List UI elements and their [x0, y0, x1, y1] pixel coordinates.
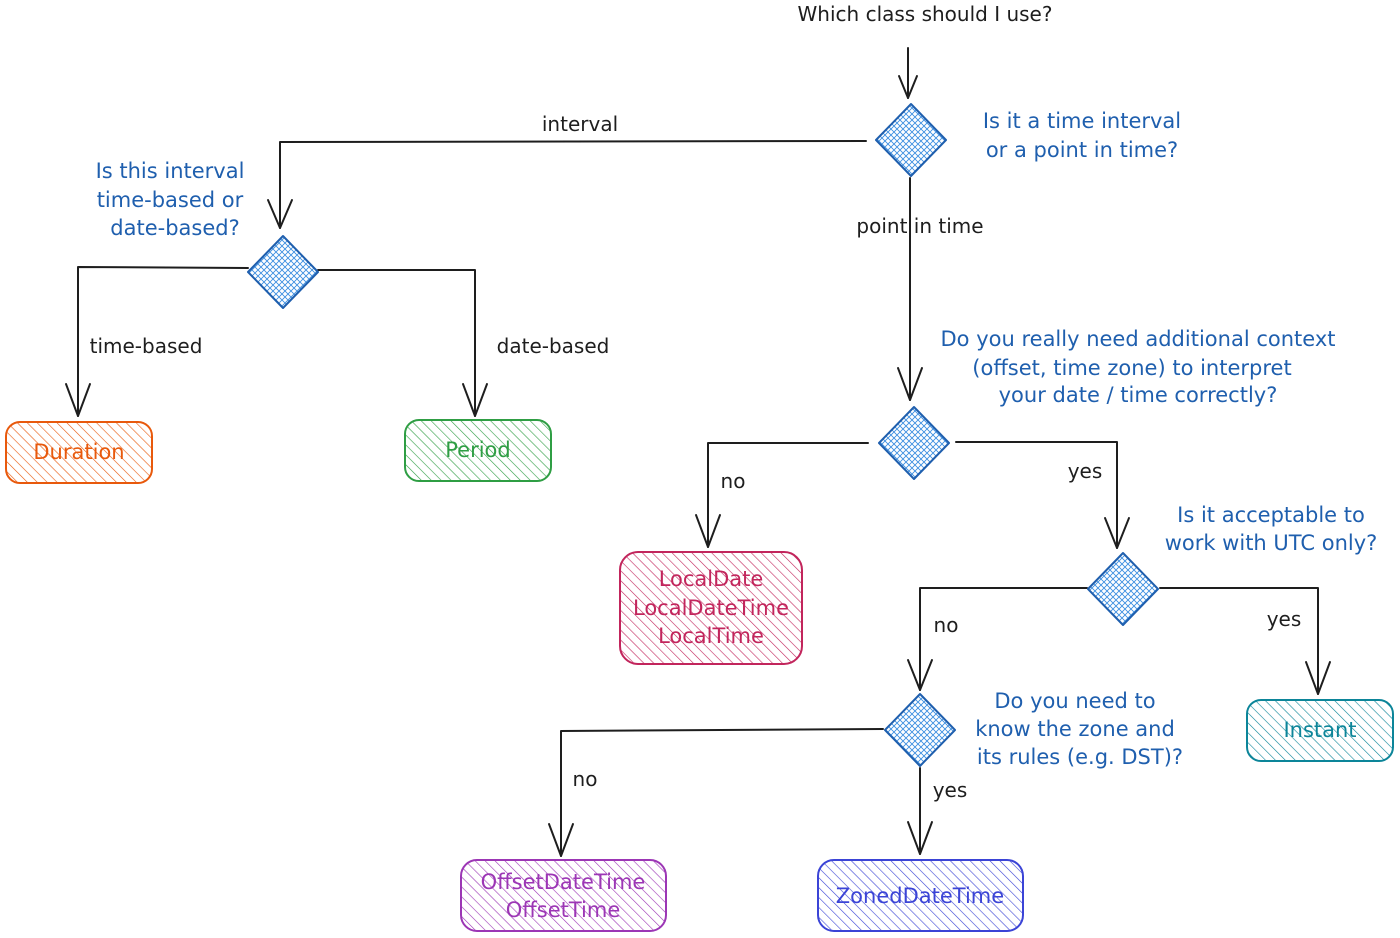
question-q2: Is this interval time-based or date-base… [96, 159, 245, 240]
question-q5: Do you need to know the zone and its rul… [975, 689, 1183, 769]
connectors [65, 47, 1331, 857]
edge-label-q5-yes: yes [933, 778, 968, 802]
question-q4-line: work with UTC only? [1165, 531, 1378, 555]
diagram-title: Which class should I use? [798, 2, 1053, 26]
question-q1: Is it a time interval or a point in time… [983, 109, 1181, 162]
decision-diamond-q2 [247, 235, 319, 309]
decision-diamond-q1 [875, 103, 947, 177]
connector-interval [279, 140, 867, 229]
decision-nodes [247, 103, 1159, 767]
result-local: LocalDate LocalDateTime LocalTime [619, 551, 803, 665]
result-label-offset: OffsetDateTime [481, 870, 646, 894]
arrowhead-interval [267, 199, 293, 229]
arrowhead-title-q1 [898, 75, 918, 99]
question-q4-line: Is it acceptable to [1177, 503, 1365, 527]
edge-label-q5-no: no [573, 767, 598, 791]
question-q3-line: (offset, time zone) to interpret [972, 356, 1291, 380]
connector-q4-no [919, 587, 1088, 691]
arrowhead-q5-yes [907, 821, 933, 855]
result-duration: Duration [5, 421, 153, 484]
result-label-zoned: ZonedDateTime [836, 884, 1004, 908]
question-q3-line: your date / time correctly? [999, 383, 1278, 407]
arrowhead-point-in-time [897, 367, 923, 401]
result-box-instant [1246, 699, 1394, 762]
question-q2-line: time-based or [97, 188, 244, 212]
edge-label-point-in-time: point in time [856, 214, 983, 238]
arrowhead-q4-no [907, 659, 933, 691]
edge-label-time-based: time-based [90, 334, 203, 358]
arrowhead-q3-no [695, 514, 721, 548]
result-label-duration: Duration [33, 440, 124, 464]
connector-time-based [77, 266, 249, 417]
decision-diamond-q4 [1087, 552, 1159, 626]
question-q5-line: Do you need to [994, 689, 1155, 713]
result-zoned: ZonedDateTime [817, 859, 1024, 932]
connector-q3-no [707, 442, 869, 548]
edge-label-q3-no: no [721, 469, 746, 493]
result-period: Period [404, 419, 552, 482]
question-q3-line: Do you really need additional context [941, 327, 1336, 351]
connector-q5-no [560, 728, 884, 857]
question-q5-line: its rules (e.g. DST)? [977, 745, 1183, 769]
decision-diamond-q3 [878, 406, 950, 480]
arrowhead-time-based [65, 383, 91, 417]
result-label-local: LocalDate [659, 567, 764, 591]
arrowhead-date-based [462, 383, 488, 417]
question-q5-line: know the zone and [975, 717, 1175, 741]
result-label-local: LocalTime [658, 624, 764, 648]
edge-label-q3-yes: yes [1068, 459, 1103, 483]
result-box-offset [460, 859, 667, 932]
edge-labels: interval point in time time-based date-b… [90, 112, 1302, 802]
connector-q4-yes [1159, 587, 1319, 695]
edge-label-q4-yes: yes [1267, 607, 1302, 631]
result-label-local: LocalDateTime [633, 596, 789, 620]
arrowhead-q3-yes [1104, 517, 1130, 549]
result-label-period: Period [445, 438, 510, 462]
question-q3: Do you really need additional context (o… [941, 327, 1336, 407]
question-q1-line: or a point in time? [986, 138, 1178, 162]
edge-label-q4-no: no [934, 613, 959, 637]
edge-label-interval: interval [542, 112, 618, 136]
connector-q3-yes [955, 441, 1118, 549]
connector-date-based [317, 269, 476, 417]
result-box-zoned [817, 859, 1024, 932]
decision-diamond-q5 [884, 693, 956, 767]
question-q2-line: date-based? [110, 216, 239, 240]
result-label-offset: OffsetTime [506, 898, 621, 922]
question-q4: Is it acceptable to work with UTC only? [1165, 503, 1378, 555]
arrowhead-q4-yes [1305, 661, 1331, 695]
result-box-duration [5, 421, 153, 484]
result-box-period [404, 419, 552, 482]
result-offset: OffsetDateTime OffsetTime [460, 859, 667, 932]
question-q1-line: Is it a time interval [983, 109, 1181, 133]
result-instant: Instant [1246, 699, 1394, 762]
edge-label-date-based: date-based [497, 334, 610, 358]
result-label-instant: Instant [1283, 718, 1356, 742]
arrowhead-q5-no [548, 823, 574, 857]
result-box-local [619, 551, 803, 665]
question-q2-line: Is this interval [96, 159, 245, 183]
